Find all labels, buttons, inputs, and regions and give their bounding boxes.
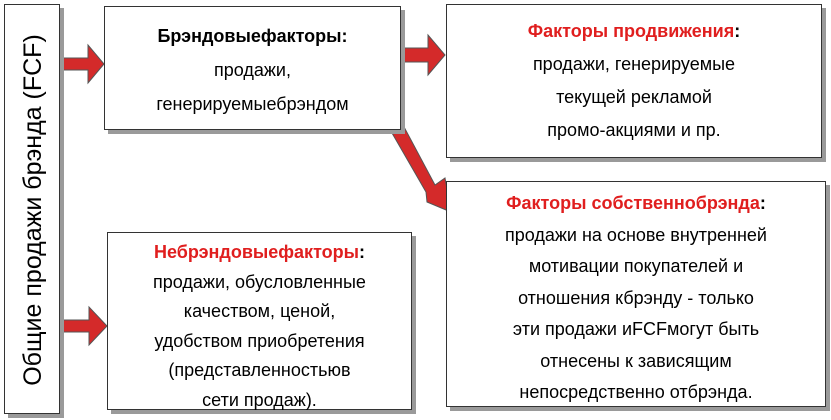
nonbrand-factors-heading: Небрэндовыефакторы [153, 242, 360, 262]
own-brand-factors-box: Факторы собственнобрэнда: продажи на осн… [446, 181, 826, 407]
total-brand-sales-label: Общие продажи брэнда (FCF) [19, 34, 47, 386]
promo-factors-heading: Факторы продвижения [527, 21, 735, 41]
nonbrand-factors-line: удобством приобретения [154, 330, 365, 351]
nonbrand-factors-line: (представленностьюв [168, 360, 351, 380]
own-brand-factors-line: мотивации покупателей и [528, 256, 744, 276]
arrow-to-brand-factors [61, 43, 105, 85]
own-brand-factors-line: продажи на основе внутренней [505, 224, 767, 245]
nonbrand-factors-line: сети продаж). [202, 389, 317, 410]
nonbrand-factors-line: качеством, ценой, [183, 301, 336, 321]
brand-factors-line: продажи, [214, 60, 291, 80]
promo-factors-heading-colon: : [734, 21, 741, 41]
nonbrand-factors-box: Небрэндовыефакторы: продажи, обусловленн… [107, 232, 412, 410]
promo-factors-line: промо-акциями и пр. [547, 120, 721, 140]
own-brand-factors-line: непосредственно отбрэнда. [519, 382, 753, 402]
brand-factors-heading: Брэндовыефакторы: [157, 26, 348, 46]
arrow-to-promo-factors [403, 33, 446, 77]
own-brand-factors-heading: Факторы собственнобрэнда [506, 193, 760, 213]
own-brand-factors-line: отнесены к зависящим [540, 350, 732, 371]
arrow-to-nonbrand-factors [61, 305, 108, 347]
own-brand-factors-line: отношения кбрэнду - только [518, 287, 754, 308]
promo-factors-heading-row: Факторы продвижения: [447, 15, 821, 48]
own-brand-factors-heading-row: Факторы собственнобрэнда: [447, 188, 825, 220]
promo-factors-box: Факторы продвижения: продажи, генерируем… [446, 4, 822, 158]
brand-factors-box: Брэндовыефакторы: продажи, генерируемыеб… [104, 6, 401, 130]
nonbrand-factors-heading-row: Небрэндовыефакторы: [108, 238, 411, 268]
promo-factors-line: продажи, генерируемые [532, 54, 736, 74]
brand-factors-line: генерируемыебрэндом [156, 94, 349, 114]
total-brand-sales-box: Общие продажи брэнда (FCF) [4, 4, 60, 414]
promo-factors-line: текущей рекламой [556, 87, 712, 107]
nonbrand-factors-heading-colon: : [359, 242, 366, 262]
own-brand-factors-line: эти продажи иFCFмогут быть [512, 319, 760, 339]
arrow-to-own-brand-factors [391, 124, 452, 213]
nonbrand-factors-line: продажи, обусловленные [153, 271, 366, 292]
own-brand-factors-heading-colon: : [759, 193, 766, 213]
